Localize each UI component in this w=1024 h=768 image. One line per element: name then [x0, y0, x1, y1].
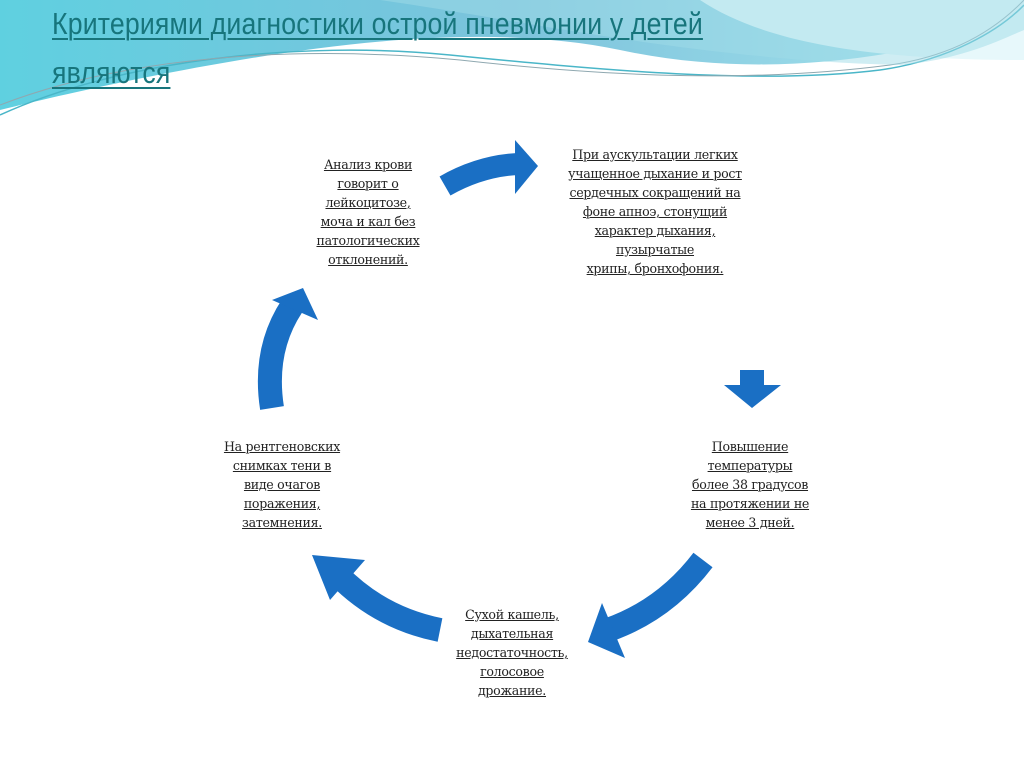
- arrow-left-up-icon: [257, 288, 318, 410]
- cycle-node-cough: Сухой кашель, дыхательная недостаточност…: [456, 607, 568, 698]
- arrow-bottom-left-icon: [312, 555, 443, 642]
- arrow-bottom-right-icon: [588, 552, 713, 658]
- cycle-node-xray: На рентгеновских снимках тени в виде оча…: [223, 439, 341, 530]
- cycle-node-temperature: Повышение температуры более 38 градусов …: [690, 439, 810, 530]
- arrow-top-icon: [439, 140, 538, 196]
- cycle-node-auscultation: При аускультации легких учащенное дыхани…: [568, 147, 742, 276]
- slide-title-line-2: являются: [52, 55, 171, 90]
- slide-title-line-1: Критериями диагностики острой пневмонии …: [52, 6, 703, 41]
- arrow-right-down-icon: [724, 370, 781, 408]
- cycle-node-blood-test: Анализ крови говорит о лейкоцитозе, моча…: [316, 157, 420, 267]
